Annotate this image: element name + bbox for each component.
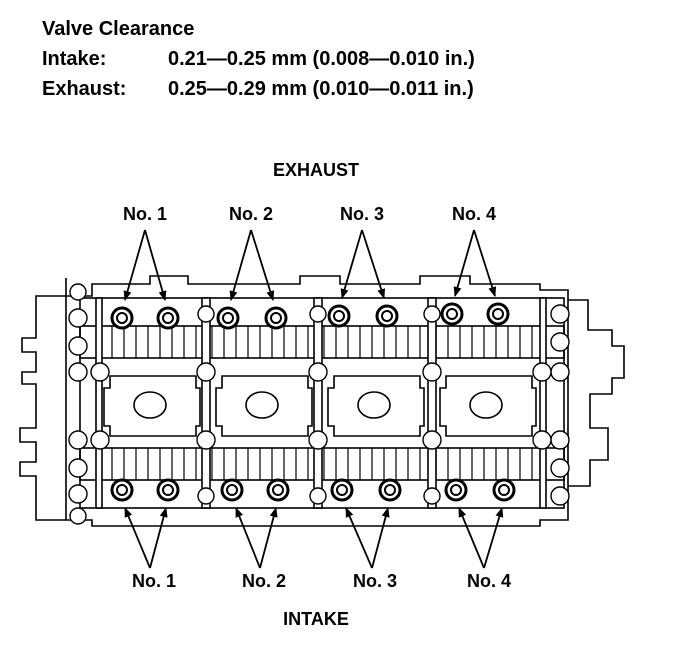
exhaust-adjuster-3b xyxy=(375,304,399,328)
exhaust-adjuster-1b xyxy=(156,306,180,330)
intake-adjuster-2b xyxy=(266,478,290,502)
intake-adjuster-3b xyxy=(378,478,402,502)
exhaust-spec-row: Exhaust: 0.25—0.29 mm (0.010—0.011 in.) xyxy=(42,74,475,104)
intake-spec-row: Intake: 0.21—0.25 mm (0.008—0.010 in.) xyxy=(42,44,475,74)
intake-spec-label: Intake: xyxy=(42,48,107,70)
left-end-cover xyxy=(19,295,66,521)
exhaust-cylinder-label-2: No. 2 xyxy=(228,204,274,224)
intake-spec-value: 0.21—0.25 mm (0.008—0.010 in.) xyxy=(168,48,475,70)
exhaust-adjuster-4a xyxy=(440,302,464,326)
exhaust-adjuster-2a xyxy=(216,306,240,330)
exhaust-leader-arrows xyxy=(123,229,497,301)
right-end-cover xyxy=(568,299,625,487)
exhaust-cylinder-label-3: No. 3 xyxy=(339,204,385,224)
intake-cylinder-label-1: No. 1 xyxy=(131,571,177,591)
intake-adjuster-4a xyxy=(444,478,468,502)
intake-heading: INTAKE xyxy=(283,609,349,629)
exhaust-adjuster-1a xyxy=(110,306,134,330)
exhaust-spec-label: Exhaust: xyxy=(42,78,127,100)
exhaust-adjuster-3a xyxy=(327,304,351,328)
exhaust-spec-value: 0.25—0.29 mm (0.010—0.011 in.) xyxy=(168,78,474,100)
intake-leader-arrows xyxy=(124,507,504,569)
spec-title: Valve Clearance xyxy=(42,18,195,40)
head-bolts xyxy=(68,283,570,525)
exhaust-adjuster-4b xyxy=(486,302,510,326)
intake-adjuster-1b xyxy=(156,478,180,502)
exhaust-cylinder-label-4: No. 4 xyxy=(451,204,497,224)
exhaust-adjuster-2b xyxy=(264,306,288,330)
intake-adjuster-2a xyxy=(220,478,244,502)
intake-adjuster-1a xyxy=(110,478,134,502)
intake-cylinder-label-2: No. 2 xyxy=(241,571,287,591)
exhaust-valve-adjusters xyxy=(110,302,510,330)
intake-adjuster-3a xyxy=(330,478,354,502)
intake-adjuster-4b xyxy=(492,478,516,502)
valve-clearance-spec: Valve Clearance Intake: 0.21—0.25 mm (0.0… xyxy=(42,14,475,104)
head-outline xyxy=(65,275,569,527)
intake-valve-adjusters xyxy=(110,478,516,502)
intake-cylinder-label-3: No. 3 xyxy=(352,571,398,591)
exhaust-heading: EXHAUST xyxy=(272,160,360,180)
intake-cylinder-label-4: No. 4 xyxy=(466,571,512,591)
spark-plug-holes xyxy=(133,391,503,419)
exhaust-cylinder-label-1: No. 1 xyxy=(122,204,168,224)
